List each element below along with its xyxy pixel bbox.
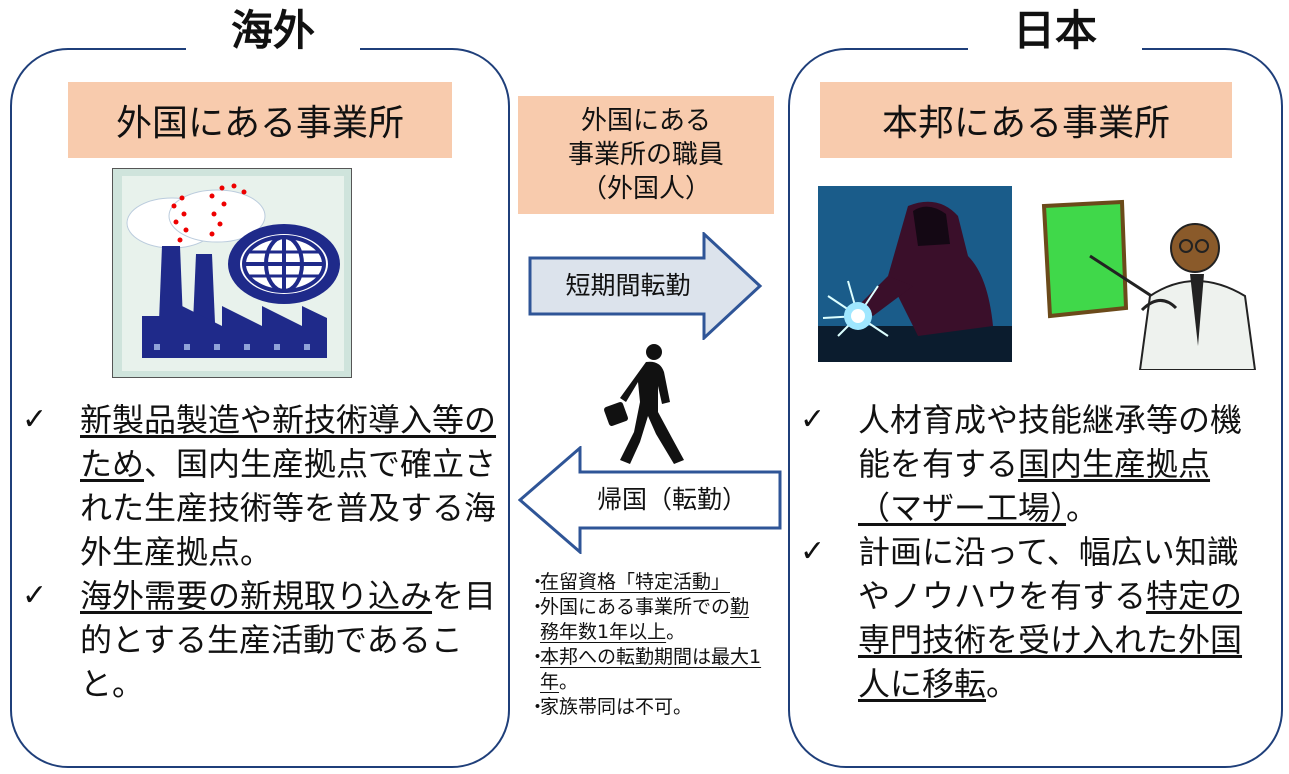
checkmark-icon: ✓ <box>800 402 826 437</box>
arrow-left-return <box>518 446 782 554</box>
band-line: 事業所の職員 <box>567 140 724 170</box>
japan-bullet-1: ✓ 人材育成や技能継承等の機能を有する国内生産拠点（マザー工場）。 <box>800 398 1270 530</box>
japan-bullet-list: ✓人材育成や技能継承等の機能を有する国内生産拠点（マザー工場）。 ✓計画に沿って… <box>800 398 1270 706</box>
note-item: ・本邦への転勤期間は最大1年。 <box>528 646 762 693</box>
factory-globe-icon <box>112 168 352 378</box>
short-transfer-label: 短期間転勤 <box>565 271 691 300</box>
text-segment: 、国内生産拠点で確立された生産技術等を普及する海外生産拠点。 <box>80 445 497 571</box>
japan-title: 日本 <box>968 10 1142 52</box>
businessman-walking-icon <box>604 344 684 464</box>
text-segment: を目的とする生産活動であること。 <box>80 577 497 703</box>
arrow-right-transfer <box>528 232 763 340</box>
checkmark-icon: ✓ <box>22 578 48 613</box>
welder-icon <box>818 186 1012 362</box>
japan-office-band: 本邦にある事業所 <box>820 82 1232 158</box>
return-transfer-label: 帰国（転勤） <box>596 485 747 514</box>
overseas-office-band: 外国にある事業所 <box>68 82 452 158</box>
underlined-text: 勤務年数1年以上 <box>540 596 750 643</box>
underlined-text: 海外需要の新規取り込み <box>80 577 433 615</box>
overseas-bullet-list: ✓ 新製品製造や新技術導入等のため、国内生産拠点で確立された生産技術等を普及する海… <box>22 398 502 706</box>
text-segment: 。 <box>559 671 579 693</box>
note-item: ・外国にある事業所での勤務年数1年以上。 <box>528 596 750 643</box>
foreign-staff-band: 外国にある 事業所の職員 （外国人） <box>518 96 774 214</box>
text-segment: 。 <box>986 665 1019 703</box>
underlined-text: 新製品製造や新技術導入等のため <box>80 401 497 483</box>
note-item: ・在留資格「特定活動」 <box>528 571 731 593</box>
text-segment: 。 <box>1066 489 1099 527</box>
text-segment: 外国にある事業所での <box>540 596 731 618</box>
text-segment: 計画に沿って、幅広い知識やノウハウを有する <box>858 533 1239 615</box>
underlined-text: 在留資格「特定活動」 <box>540 571 731 593</box>
overseas-bullet-2: ✓ 海外需要の新規取り込みを目的とする生産活動であること。 <box>22 574 502 706</box>
note-item: ・家族帯同は不可。 <box>528 696 693 718</box>
japan-bullet-2: ✓ 計画に沿って、幅広い知識やノウハウを有する特定の専門技術を受け入れた外国人に移… <box>800 530 1270 706</box>
japan-panel <box>788 48 1283 768</box>
underlined-text: 国内生産拠点（マザー工場） <box>858 445 1211 527</box>
checkmark-icon: ✓ <box>22 402 48 437</box>
requirements-notes: ・在留資格「特定活動」 ・外国にある事業所での勤務年数1年以上。 ・本邦への転勤… <box>528 570 768 720</box>
underlined-text: 特定の専門技術を受け入れた外国人に移転 <box>858 577 1243 703</box>
checkmark-icon: ✓ <box>800 534 826 569</box>
underlined-text: 本邦への転勤期間は最大1年 <box>540 646 762 693</box>
presenter-icon <box>1041 199 1257 370</box>
band-line: （外国人） <box>580 174 711 204</box>
band-line: 外国にある <box>580 106 711 136</box>
text-segment: 。 <box>666 621 686 643</box>
text-segment: 人材育成や技能継承等の機能を有する <box>858 401 1243 483</box>
overseas-bullet-1: ✓ 新製品製造や新技術導入等のため、国内生産拠点で確立された生産技術等を普及する海… <box>22 398 502 574</box>
text-segment: 家族帯同は不可。 <box>540 696 693 718</box>
overseas-title: 海外 <box>186 10 360 52</box>
